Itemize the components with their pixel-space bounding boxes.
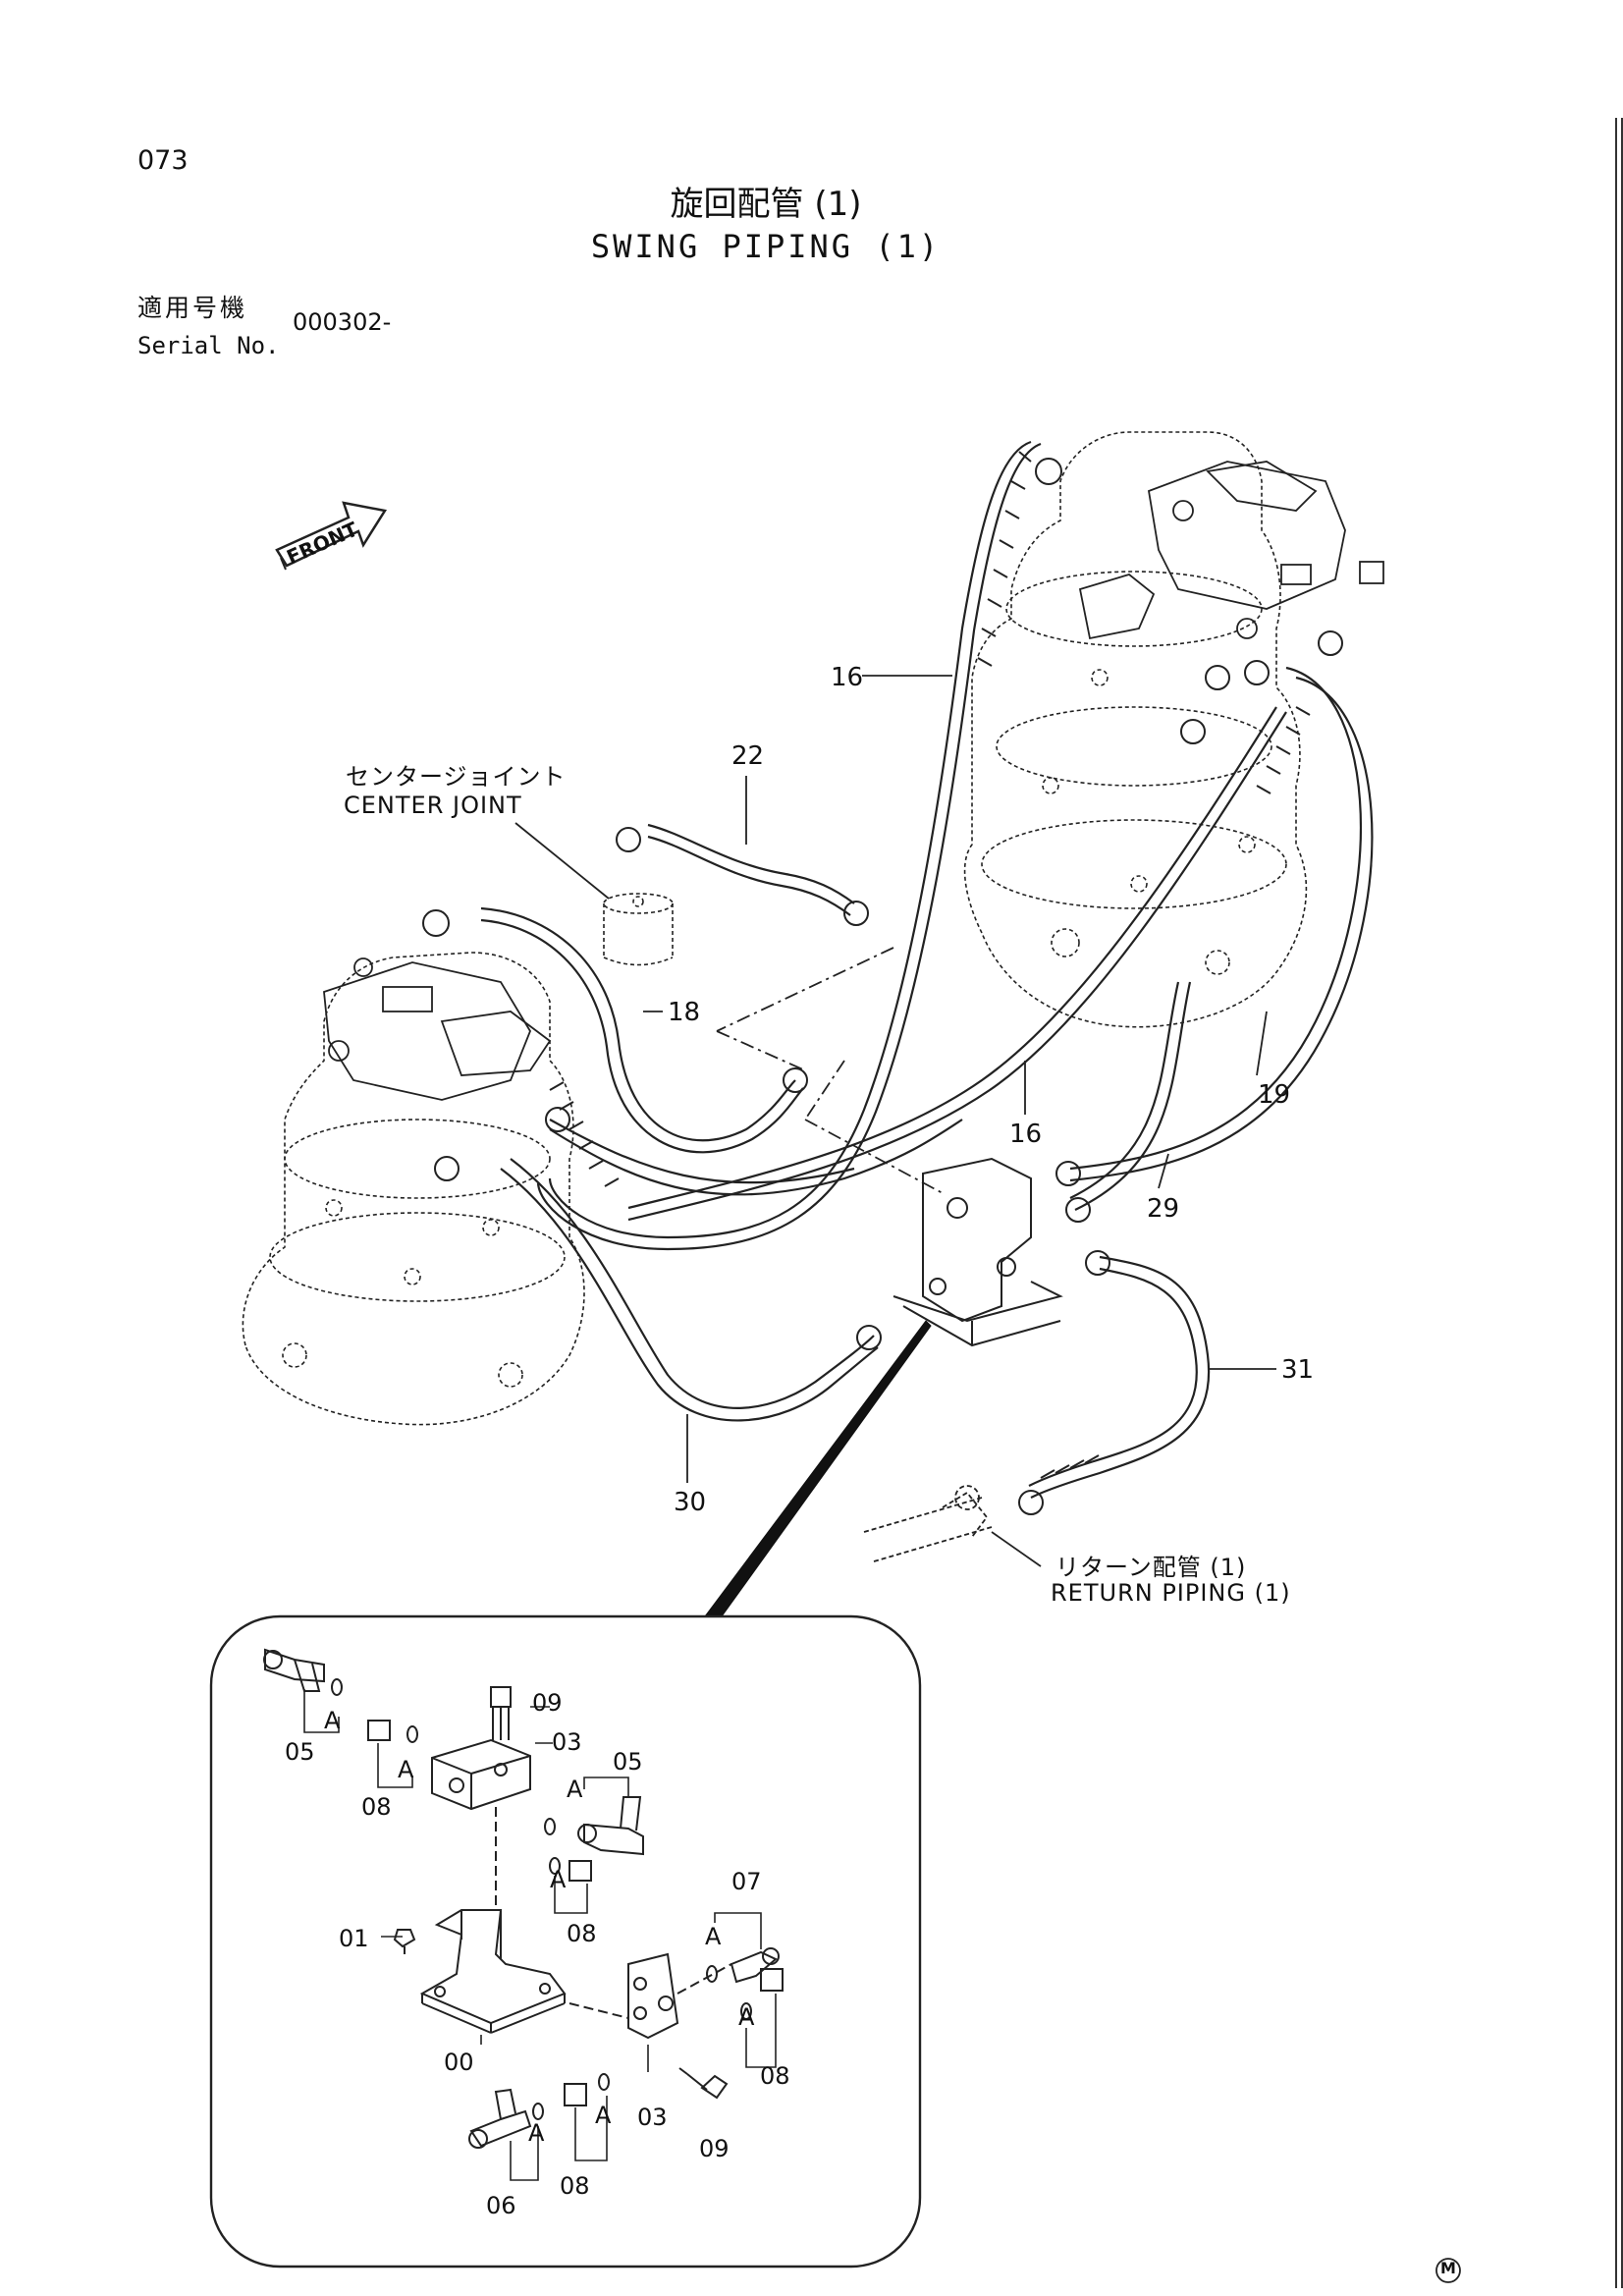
m-mark-label: M <box>1440 2259 1456 2277</box>
callout-29: 29 <box>1147 1194 1180 1224</box>
valve-block-left <box>323 957 552 1101</box>
callout-leaders <box>514 675 1276 1567</box>
callout-19: 19 <box>1258 1080 1291 1110</box>
serial-label-english: Serial No. <box>137 332 280 359</box>
detail-callout-08-mid: 08 <box>567 1920 597 1947</box>
detail-callout-06: 06 <box>486 2192 516 2219</box>
detail-letter-a: A <box>324 1707 341 1734</box>
detail-callout-08-bottom: 08 <box>560 2172 590 2200</box>
junction-block <box>893 1157 1063 1347</box>
detail-callout-09-bottom: 09 <box>699 2135 730 2162</box>
callout-30: 30 <box>674 1488 707 1517</box>
center-joint-label-en: CENTER JOINT <box>344 792 522 819</box>
m-mark-icon <box>1435 2258 1461 2283</box>
swing-motor-left <box>242 952 585 1426</box>
detail-callout-09-top: 09 <box>532 1689 563 1717</box>
detail-letter-a: A <box>595 2102 612 2129</box>
return-pipe <box>863 1485 993 1562</box>
center-joint-label-ja: センタージョイント <box>346 763 567 791</box>
hoses <box>480 440 1374 1499</box>
detail-callout-03-top: 03 <box>552 1728 582 1756</box>
detail-letter-a: A <box>528 2119 545 2147</box>
serial-label-japanese: 適用号機 <box>137 294 248 322</box>
detail-callout-05-right: 05 <box>613 1748 643 1776</box>
callout-16-bottom: 16 <box>1009 1120 1043 1149</box>
front-arrow-icon <box>275 501 388 571</box>
title-japanese: 旋回配管 (1) <box>670 185 862 224</box>
callout-22: 22 <box>731 741 765 771</box>
callout-31: 31 <box>1281 1355 1315 1385</box>
page-edge-line <box>1621 118 1623 2288</box>
detail-letter-a: A <box>398 1756 414 1783</box>
detail-letter-a: A <box>550 1866 567 1893</box>
return-piping-label-en: RETURN PIPING (1) <box>1051 1579 1291 1607</box>
front-arrow-label: FRONT <box>283 517 361 569</box>
detail-brackets <box>303 1689 777 2181</box>
detail-callout-01: 01 <box>339 1925 369 1952</box>
title-english: SWING PIPING (1) <box>590 228 942 265</box>
detail-callout-05-left: 05 <box>285 1738 315 1766</box>
detail-callout-07: 07 <box>731 1868 762 1895</box>
serial-value: 000302- <box>293 308 392 336</box>
valve-block-right <box>1078 461 1384 640</box>
hose-fittings <box>422 458 1343 1515</box>
center-joint <box>603 893 674 966</box>
detail-pointer <box>704 1320 932 1617</box>
hose-armor <box>549 451 1311 1479</box>
return-piping-label-ja: リターン配管 (1) <box>1055 1554 1247 1581</box>
swing-motor-right <box>963 431 1308 1028</box>
page-edge-line <box>1615 118 1617 2288</box>
detail-parts <box>263 1648 784 2149</box>
detail-letter-a: A <box>567 1776 583 1803</box>
callout-18: 18 <box>668 998 701 1027</box>
detail-frame <box>209 1614 922 2269</box>
callout-16-top: 16 <box>831 663 864 692</box>
detail-callout-03-bottom: 03 <box>637 2104 668 2131</box>
detail-callout-00: 00 <box>444 2049 474 2076</box>
page-number: 073 <box>137 145 189 176</box>
detail-callout-08-left: 08 <box>361 1793 392 1821</box>
detail-letter-a: A <box>738 2003 755 2031</box>
detail-letter-a: A <box>705 1923 722 1950</box>
detail-callout-08-right: 08 <box>760 2062 790 2090</box>
